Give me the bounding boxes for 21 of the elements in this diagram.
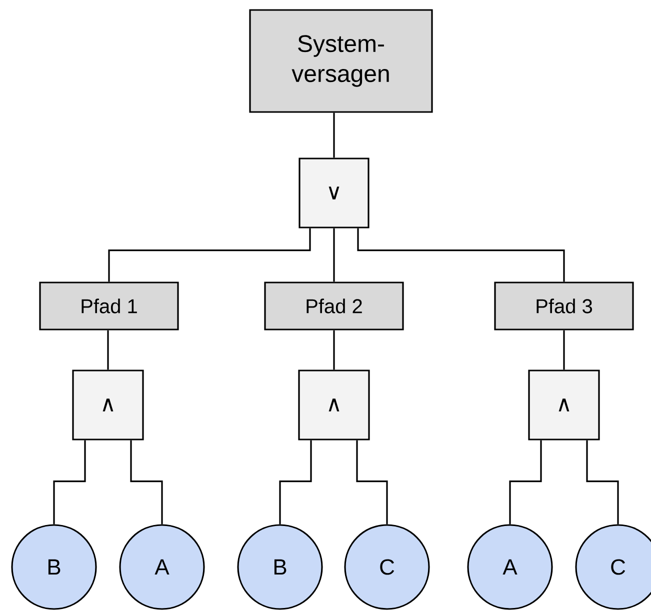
path-box: Pfad 2 — [264, 282, 404, 330]
connector-line — [563, 330, 565, 370]
path-box: Pfad 3 — [494, 282, 634, 330]
connector-line — [107, 330, 109, 370]
connector-line — [333, 330, 335, 370]
connector-line — [357, 228, 565, 282]
connector-line — [586, 440, 619, 524]
connector-line — [333, 112, 335, 158]
or-gate: ∨ — [298, 158, 370, 228]
connector-line — [130, 440, 163, 524]
fault-event-box: System- versagen — [249, 9, 433, 113]
path-box: Pfad 1 — [39, 282, 179, 330]
and-gate: ∧ — [72, 370, 144, 440]
and-gate: ∧ — [298, 370, 370, 440]
connector-line — [53, 440, 86, 524]
connector-line — [356, 440, 388, 524]
connector-line — [108, 228, 311, 282]
and-gate: ∧ — [528, 370, 600, 440]
connector-line — [509, 440, 542, 524]
connector-line — [279, 440, 312, 524]
connector-line — [333, 228, 335, 282]
